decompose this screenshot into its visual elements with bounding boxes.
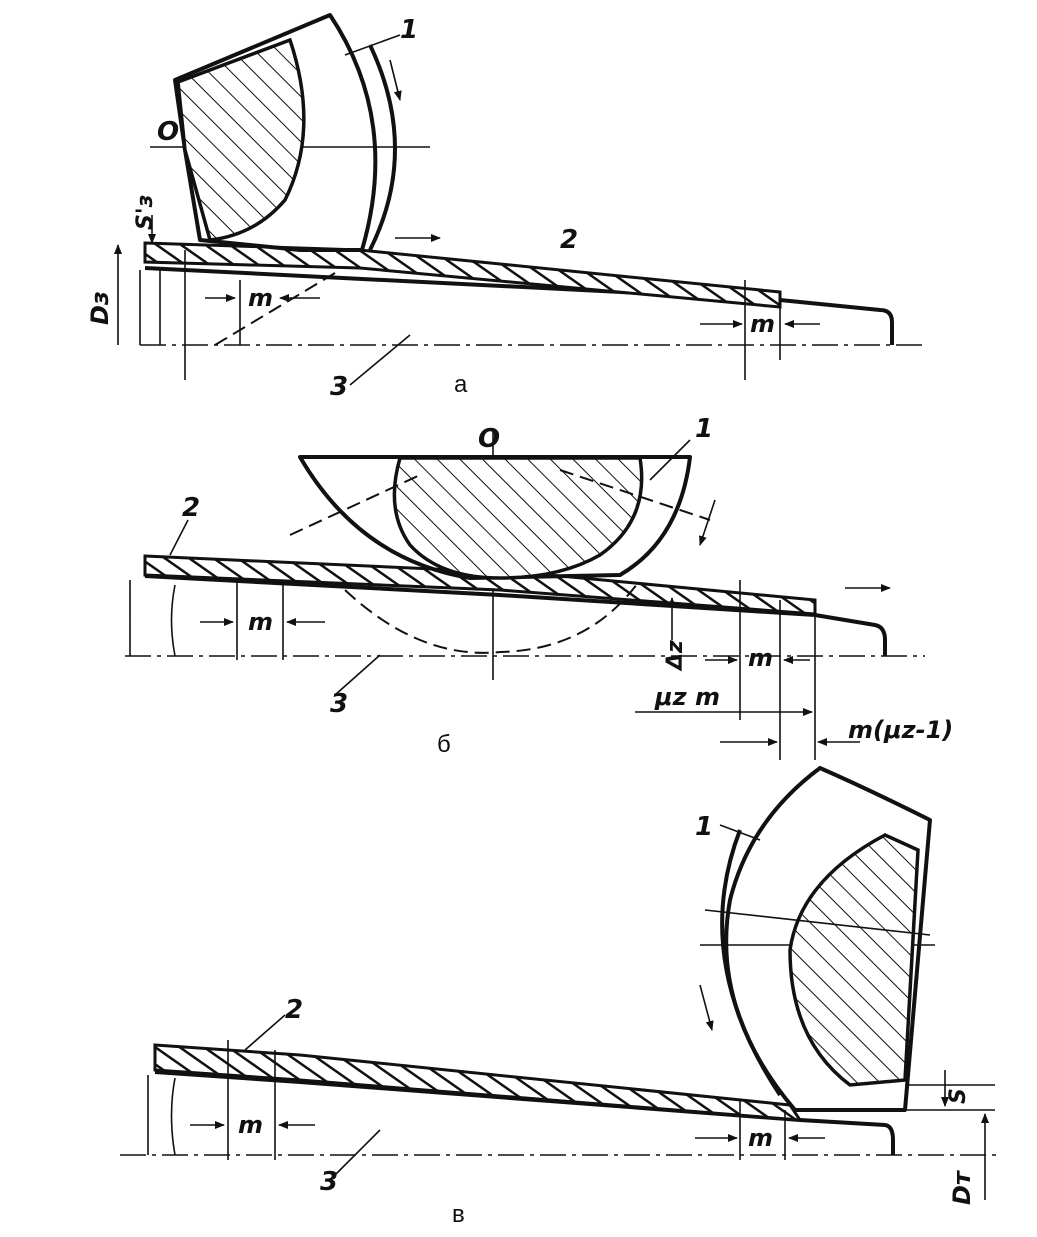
label-delta-b: Δz <box>663 640 688 672</box>
leader-2-c <box>244 1014 286 1051</box>
label-pitch-right-b: m <box>748 644 773 672</box>
label-roller-c: 1 <box>695 812 713 842</box>
roller-dashed-a <box>214 269 341 346</box>
figure-b: 1 2 3 O m m Δz μz m m(μz-1) б <box>125 414 953 760</box>
roller-dashed-b <box>344 579 641 654</box>
label-tube-b: 2 <box>182 493 200 523</box>
rotation-arrow-c <box>699 984 714 1031</box>
figure-a: 1 2 3 O m m S'з Dз а <box>86 13 925 402</box>
roller-chord-b <box>289 469 711 536</box>
caption-b: б <box>437 731 451 758</box>
roller-chord-c <box>704 909 931 936</box>
label-pitch-left-a: m <box>248 284 273 312</box>
mandrel-left-edge-c <box>147 1075 176 1156</box>
label-thickness-a: S'з <box>133 195 158 230</box>
leader-3-b <box>334 654 381 696</box>
label-thickness-c: S <box>946 1088 971 1104</box>
tube-wall-c <box>153 1043 803 1122</box>
mandrel-outline-c <box>154 1070 895 1155</box>
label-mandrel-a: 3 <box>330 372 348 402</box>
label-m-mu-1: m(μz-1) <box>848 716 953 744</box>
leader-1-a <box>344 34 401 56</box>
label-mu-m: μz m <box>654 683 720 711</box>
roller-section-b <box>392 456 644 580</box>
roller-edge-c <box>720 829 782 1097</box>
label-mandrel-b: 3 <box>330 689 348 719</box>
label-tube-a: 2 <box>560 225 578 255</box>
mandrel-left-edge-a <box>139 270 161 345</box>
caption-a: а <box>454 371 468 398</box>
leader-3-c <box>334 1129 381 1176</box>
label-diameter-a: Dз <box>86 291 114 325</box>
label-diameter-c: Dт <box>948 1169 976 1205</box>
label-roller-a: 1 <box>400 15 418 45</box>
label-pitch-left-c: m <box>238 1111 263 1139</box>
caption-c: в <box>452 1201 465 1228</box>
roller-section-a <box>176 37 306 242</box>
rotation-arrow-a <box>389 59 402 101</box>
label-mandrel-c: 3 <box>320 1167 338 1197</box>
roller-body-a <box>173 13 378 252</box>
label-center-b: O <box>478 424 500 454</box>
rotation-arrow-b <box>699 499 716 546</box>
roller-edge-a <box>368 44 397 251</box>
leader-3-a <box>349 334 411 386</box>
roller-body-b <box>298 455 692 580</box>
roller-section-c <box>788 833 920 1087</box>
label-pitch-left-b: m <box>248 608 273 636</box>
leader-1-c <box>719 824 761 841</box>
mandrel-outline-b <box>144 574 887 656</box>
label-tube-c: 2 <box>285 995 303 1025</box>
mandrel-outline-a <box>144 266 894 345</box>
leader-2-b <box>169 519 189 556</box>
label-pitch-right-c: m <box>748 1124 773 1152</box>
label-pitch-right-a: m <box>750 310 775 338</box>
figure-c: 1 2 3 m m S Dт в <box>120 766 1000 1228</box>
label-roller-b: 1 <box>695 414 713 444</box>
mandrel-left-edge-b <box>129 580 176 657</box>
leader-1-b <box>649 439 691 481</box>
label-center-a: O <box>157 117 179 147</box>
